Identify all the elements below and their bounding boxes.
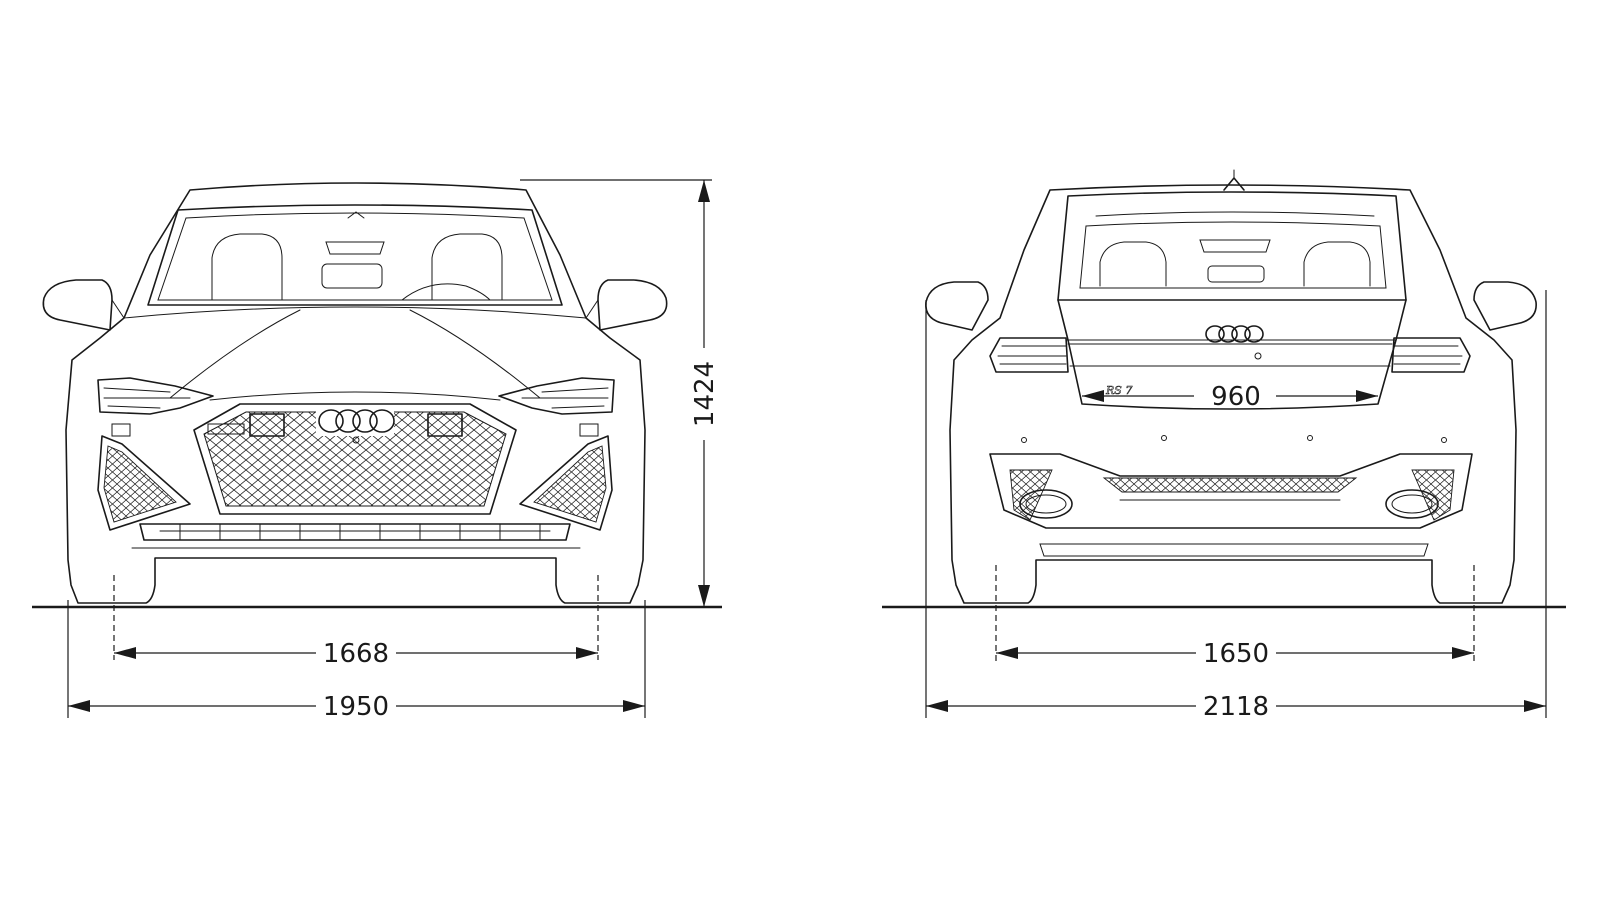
front-track-dimension: 1668: [114, 639, 598, 669]
front-height-label: 1424: [690, 361, 720, 427]
rear-width-dimension: 2118: [926, 692, 1546, 722]
front-right-intake: [519, 435, 613, 531]
front-width-dimension: 1950: [68, 692, 645, 722]
front-rings-logo: [316, 408, 395, 436]
front-view: 1668 1950 1424: [32, 179, 722, 722]
rear-window-width-dimension: 960: [1082, 382, 1378, 412]
rear-track-label: 1650: [1203, 639, 1269, 669]
rear-rings-logo: [1205, 325, 1264, 343]
rear-track-dimension: 1650: [996, 639, 1474, 669]
front-windshield: [147, 204, 563, 306]
rear-body-outline: [949, 184, 1517, 604]
rear-window: [1057, 191, 1407, 301]
rear-right-exhaust: [1385, 489, 1439, 519]
rear-window-width-label: 960: [1211, 382, 1261, 412]
front-body-outline: [65, 182, 646, 604]
front-grille: [193, 403, 517, 515]
rear-width-label: 2118: [1203, 692, 1269, 722]
front-left-headlight: [97, 377, 214, 415]
front-width-label: 1950: [323, 692, 389, 722]
rear-right-mirror: [1473, 281, 1537, 331]
rear-diffuser: [989, 453, 1473, 529]
rear-view: RS 7 960: [882, 169, 1566, 722]
front-track-label: 1668: [323, 639, 389, 669]
rear-model-badge: RS 7: [1105, 384, 1132, 397]
rear-right-taillight: [1391, 337, 1471, 373]
front-left-mirror: [42, 279, 113, 331]
rear-left-exhaust: [1019, 489, 1073, 519]
front-height-dimension: 1424: [690, 180, 720, 607]
rear-left-taillight: [989, 337, 1069, 373]
front-right-headlight: [498, 377, 615, 415]
front-right-mirror: [597, 279, 668, 331]
rear-left-mirror: [925, 281, 989, 331]
front-left-intake: [97, 435, 191, 531]
